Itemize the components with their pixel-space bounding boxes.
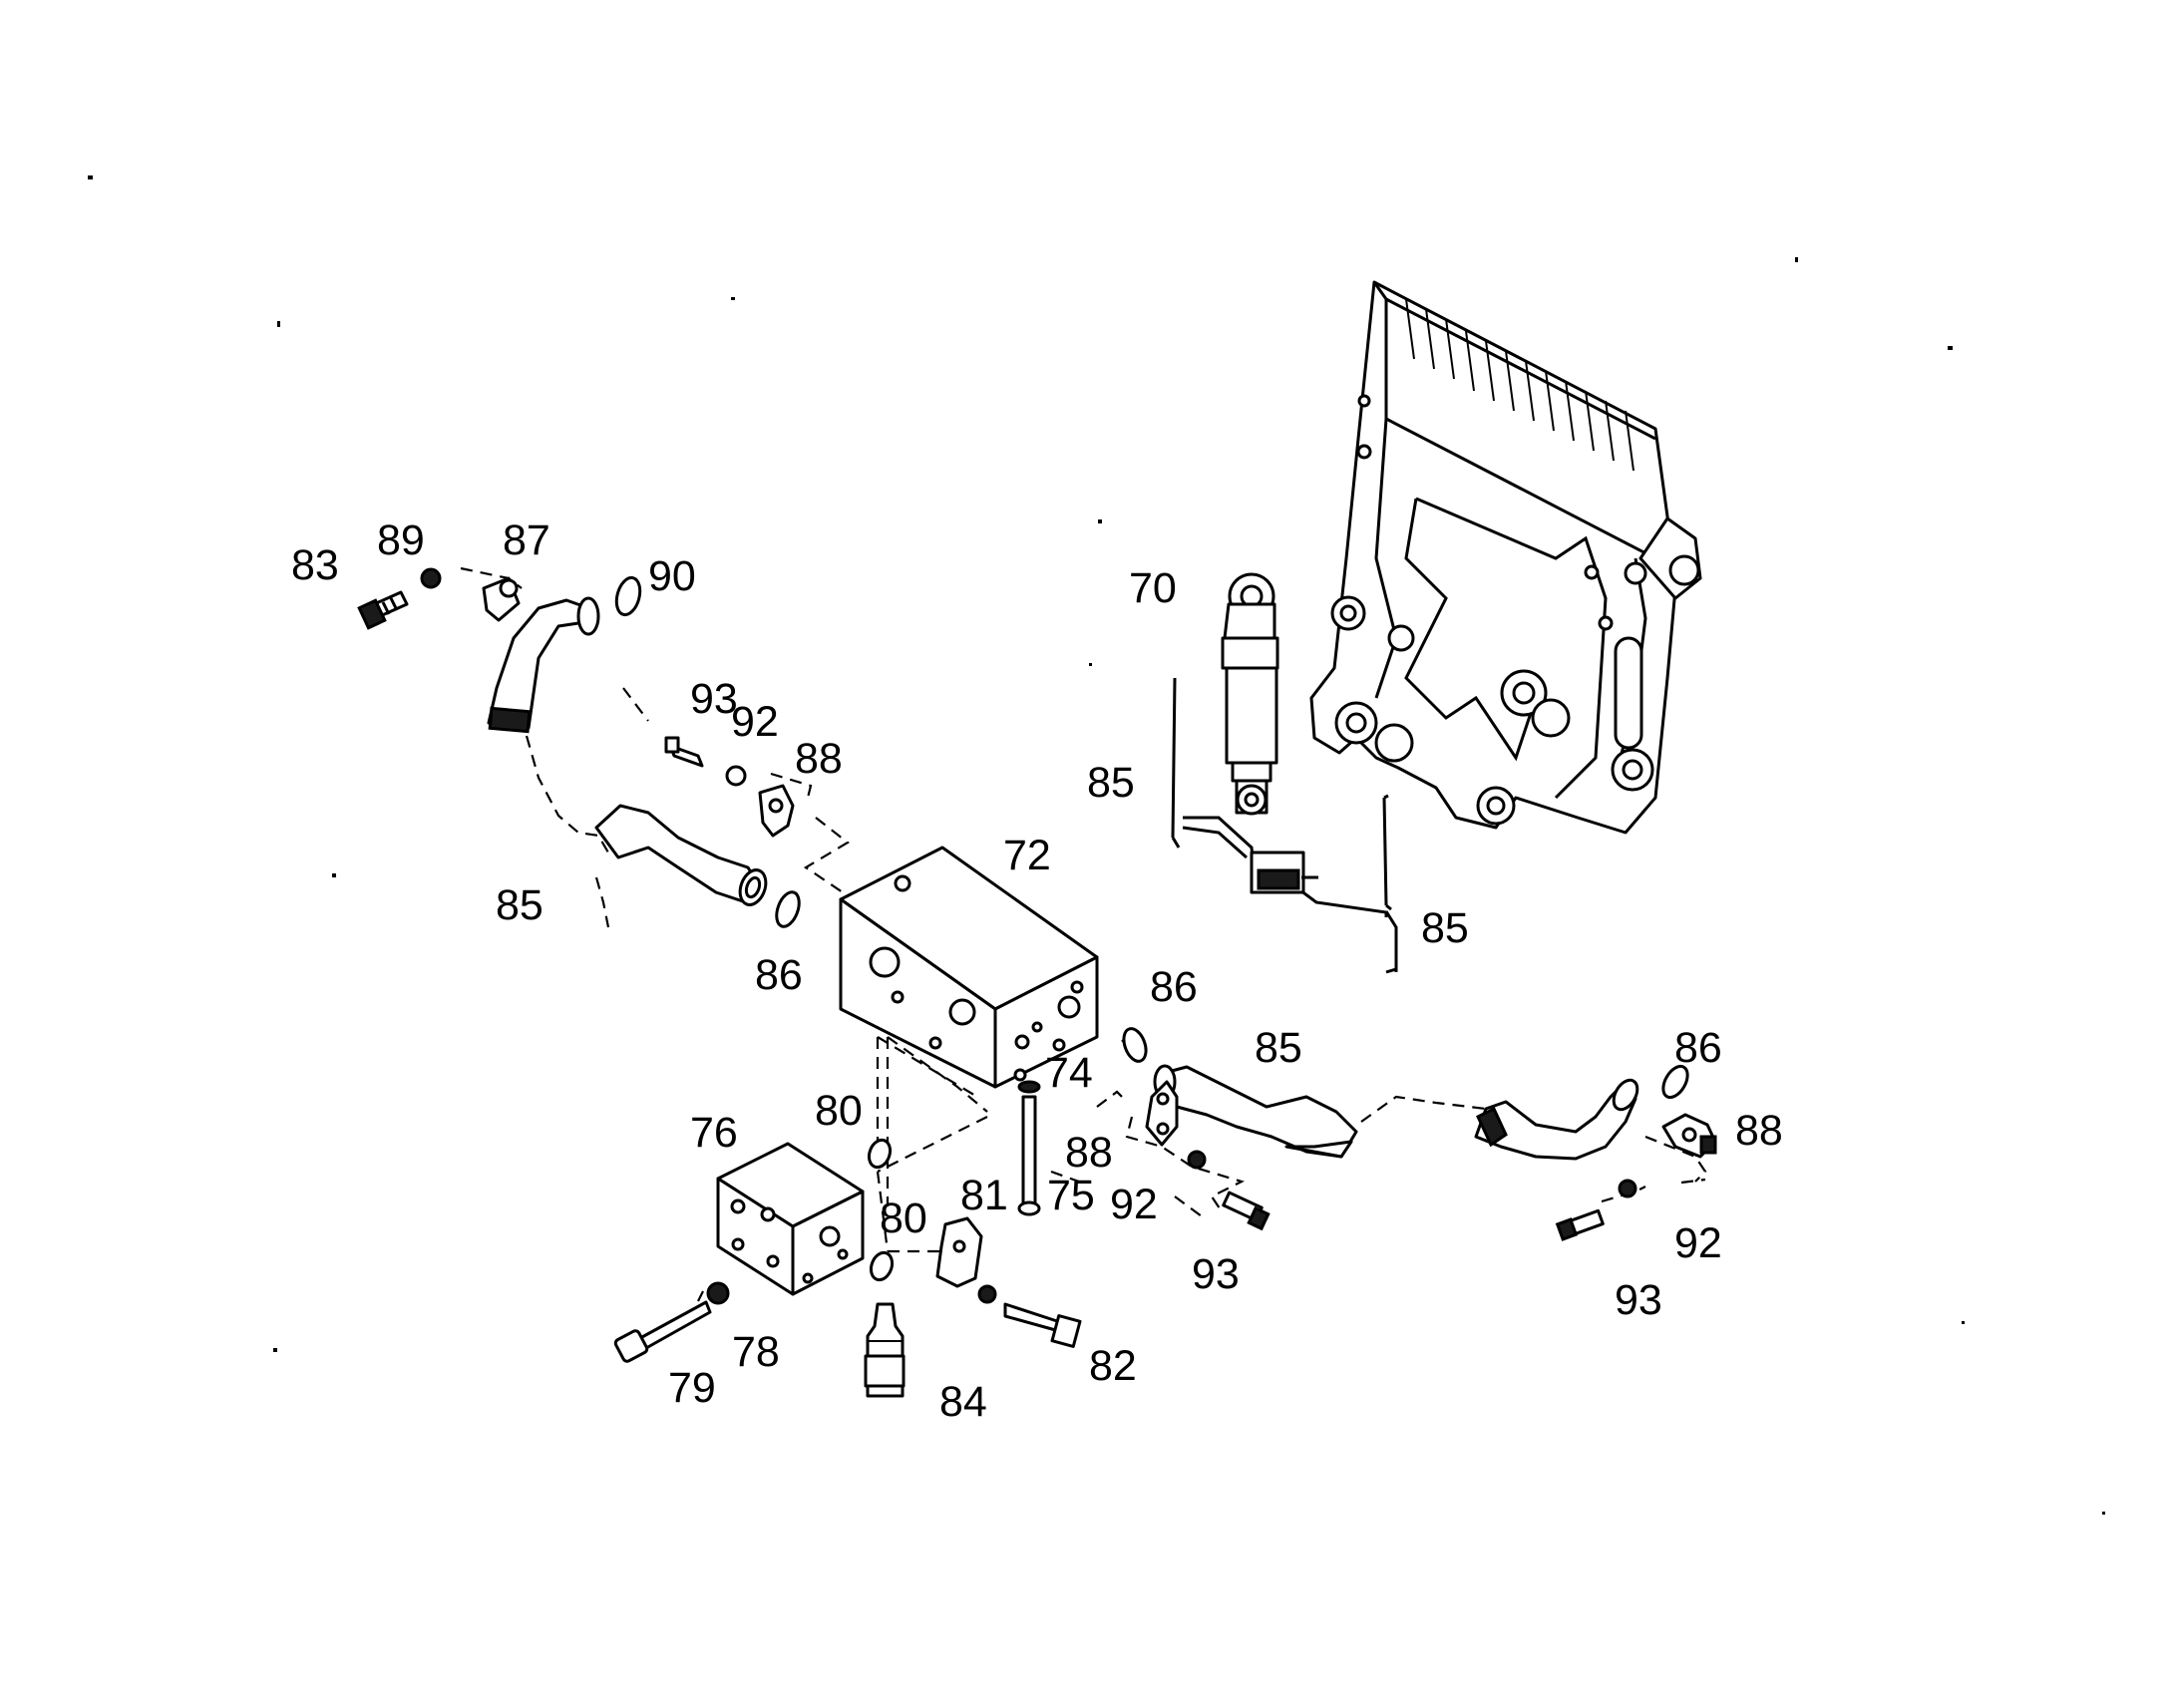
callout-90: 90 [648, 552, 696, 600]
callout-76: 76 [690, 1109, 738, 1157]
callout-88-left: 88 [795, 735, 843, 783]
callout-89: 89 [377, 516, 425, 564]
lower-parts-group [613, 1080, 1082, 1398]
callout-92-mid: 92 [1110, 1181, 1158, 1228]
upper-hose-group [357, 567, 642, 734]
scan-specks [88, 175, 2105, 1515]
callout-83: 83 [291, 541, 339, 589]
right-hose-group [1474, 1064, 1717, 1241]
callout-86-right: 86 [1674, 1024, 1722, 1072]
valve-block-72 [839, 846, 1099, 1089]
callout-labels: 83 89 87 90 93 92 88 85 86 72 70 85 85 8… [291, 516, 1783, 1426]
callout-84: 84 [939, 1378, 987, 1426]
callout-93-right: 93 [1615, 1276, 1662, 1324]
callout-86-left: 86 [755, 951, 803, 999]
bracket-frame [1309, 280, 1702, 835]
callout-72: 72 [1003, 832, 1051, 879]
left-hose-group [594, 736, 801, 928]
callout-70: 70 [1129, 564, 1177, 612]
callout-86-mid: 86 [1150, 963, 1198, 1011]
mid-hose-group [1122, 1027, 1358, 1231]
callout-85-cable: 85 [1421, 904, 1469, 952]
valve-block-76 [716, 1142, 865, 1296]
callout-85-cylinder: 85 [1087, 759, 1135, 807]
callout-79: 79 [668, 1364, 716, 1412]
callout-88-right: 88 [1735, 1107, 1783, 1155]
callout-87: 87 [503, 516, 550, 564]
callout-81: 81 [960, 1172, 1008, 1219]
callout-85-left: 85 [496, 881, 544, 929]
callout-82: 82 [1089, 1342, 1137, 1390]
hydraulic-cylinder [1221, 572, 1279, 816]
callout-74: 74 [1045, 1049, 1093, 1097]
callout-93-left: 93 [690, 675, 738, 723]
callout-88-mid: 88 [1065, 1129, 1113, 1177]
callout-92-right: 92 [1674, 1219, 1722, 1267]
callout-93-mid: 93 [1192, 1250, 1240, 1298]
callout-80-lower: 80 [880, 1195, 927, 1242]
callout-75: 75 [1047, 1172, 1095, 1219]
callout-78: 78 [732, 1328, 780, 1376]
callout-92-left: 92 [731, 698, 779, 746]
callout-85-right: 85 [1255, 1024, 1302, 1072]
sensor-cable [1171, 677, 1398, 974]
callout-80-upper: 80 [815, 1087, 863, 1135]
